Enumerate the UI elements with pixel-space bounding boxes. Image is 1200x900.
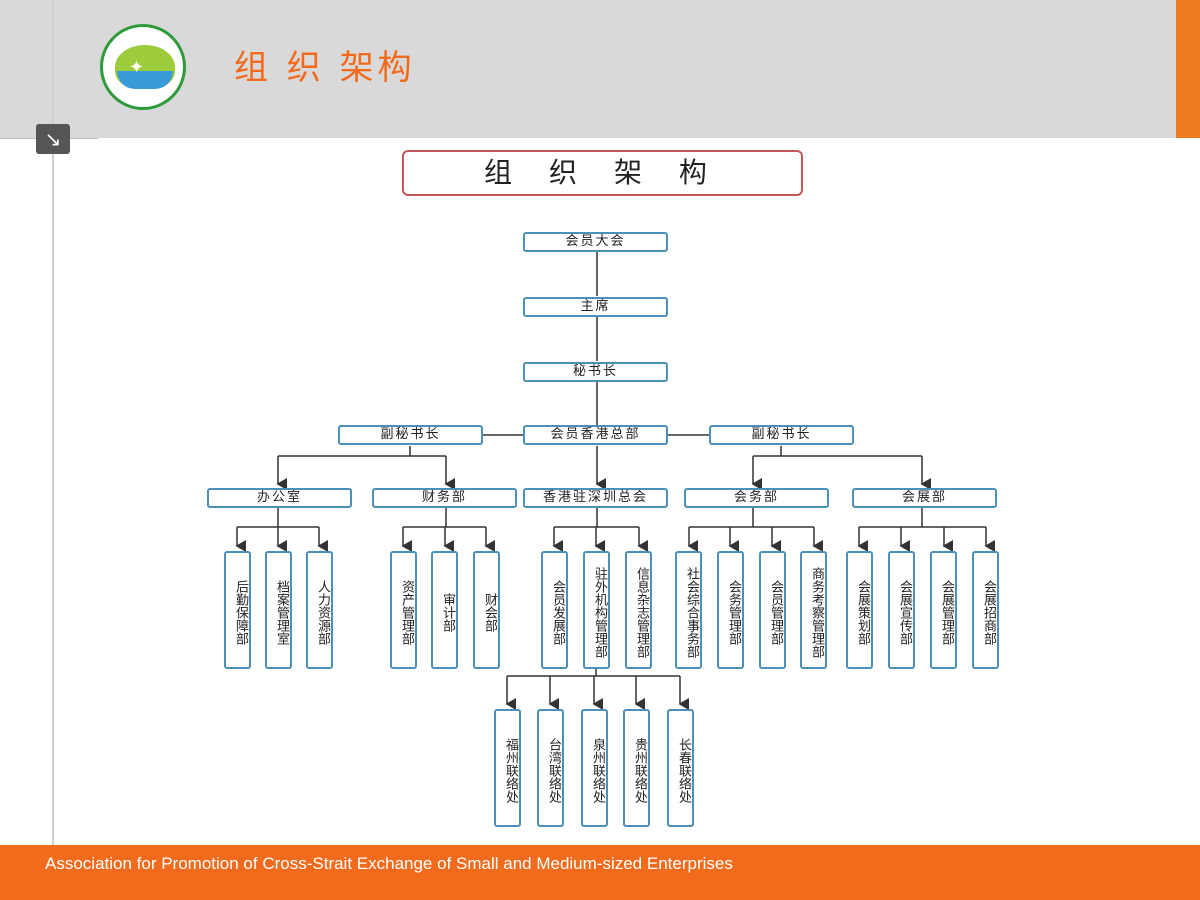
node-hk-headquarters: 会员香港总部	[523, 425, 668, 445]
logo-bird-icon: ✦	[129, 57, 145, 78]
node-liaison-office: 泉州联络处	[581, 709, 608, 827]
logo-sea	[117, 71, 173, 89]
node-deputy-secretary-right: 副秘书长	[709, 425, 854, 445]
node-department: 财务部	[372, 488, 517, 508]
node-member-assembly: 会员大会	[523, 232, 668, 252]
page-title: 组 织 架构	[234, 48, 416, 88]
node-sub-unit: 财会部	[473, 551, 500, 669]
header-accent-bar	[1176, 0, 1200, 138]
node-sub-unit: 会务管理部	[717, 551, 744, 669]
node-sub-unit: 后勤保障部	[224, 551, 251, 669]
node-chairman: 主席	[523, 297, 668, 317]
node-sub-unit: 社会综合事务部	[675, 551, 702, 669]
header-band	[0, 0, 1176, 138]
node-sub-unit: 审计部	[431, 551, 458, 669]
node-liaison-office: 贵州联络处	[623, 709, 650, 827]
node-sub-unit: 会展招商部	[972, 551, 999, 669]
node-sub-unit: 会展宣传部	[888, 551, 915, 669]
node-sub-unit: 会展管理部	[930, 551, 957, 669]
node-secretary-general: 秘书长	[523, 362, 668, 382]
footer-text: Association for Promotion of Cross-Strai…	[45, 854, 733, 873]
node-deputy-secretary-left: 副秘书长	[338, 425, 483, 445]
node-department: 会展部	[852, 488, 997, 508]
node-liaison-office: 台湾联络处	[537, 709, 564, 827]
left-divider	[52, 0, 54, 845]
node-sub-unit: 会员发展部	[541, 551, 568, 669]
node-department: 香港驻深圳总会	[523, 488, 668, 508]
node-sub-unit: 会展策划部	[846, 551, 873, 669]
node-sub-unit: 资产管理部	[390, 551, 417, 669]
node-liaison-office: 福州联络处	[494, 709, 521, 827]
node-liaison-office: 长春联络处	[667, 709, 694, 827]
node-sub-unit: 商务考察管理部	[800, 551, 827, 669]
node-department: 办公室	[207, 488, 352, 508]
chart-banner: 组 织 架 构	[402, 150, 803, 196]
node-sub-unit: 会员管理部	[759, 551, 786, 669]
logo: ✦	[100, 24, 186, 110]
node-sub-unit-overseas: 驻外机构管理部	[583, 551, 610, 669]
arrow-icon[interactable]: ↘	[36, 124, 70, 154]
node-department: 会务部	[684, 488, 829, 508]
node-sub-unit: 档案管理室	[265, 551, 292, 669]
footer-bar: Association for Promotion of Cross-Strai…	[0, 845, 1200, 900]
node-sub-unit: 人力资源部	[306, 551, 333, 669]
node-sub-unit: 信息杂志管理部	[625, 551, 652, 669]
